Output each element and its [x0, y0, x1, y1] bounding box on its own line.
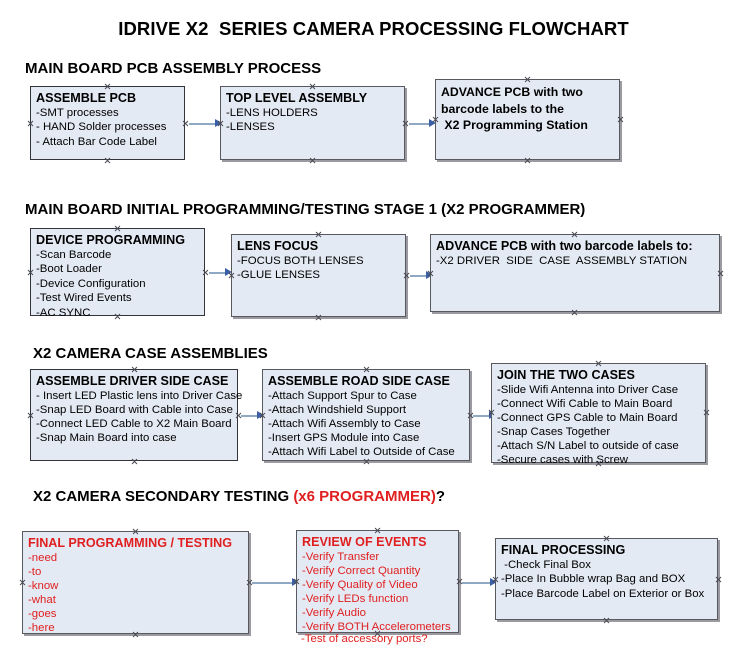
flow-box-title: ASSEMBLE DRIVER SIDE CASE: [36, 374, 229, 388]
flow-box-line: -Verify Audio: [302, 607, 366, 619]
flow-box-line: -Test Wired Events: [36, 292, 132, 305]
flow-box-line: -LENS HOLDERS: [226, 107, 318, 119]
flow-box-line: - Insert LED Plastic lens into Driver Ca…: [36, 390, 243, 402]
flow-box-line: -Verify Transfer: [302, 551, 380, 563]
flow-box-line: -Verify BOTH Accelerometers: [302, 621, 451, 633]
flow-box-line: - Attach Bar Code Label: [36, 135, 157, 148]
flow-box-line: -Connect Wifi Cable to Main Board: [497, 398, 673, 410]
flow-box-line: -know: [28, 580, 59, 592]
flow-box-line: -Place In Bubble wrap Bag and BOX: [501, 573, 686, 586]
flow-box-line: -Attach Windshield Support: [268, 404, 407, 416]
flow-box-line: -Insert GPS Module into Case: [268, 432, 420, 444]
flow-box-line: -Attach Wifi Assembly to Case: [268, 418, 421, 430]
flow-box-title: FINAL PROCESSING: [501, 543, 626, 557]
flow-box-assemble-driver-side-case[interactable]: ASSEMBLE DRIVER SIDE CASE - Insert LED P…: [30, 369, 243, 461]
section-heading-4-tail: ?: [435, 488, 445, 505]
flow-box-line: -GLUE LENSES: [237, 269, 320, 282]
flow-box-line: -Verify LEDs function: [302, 593, 409, 605]
flow-box-review-of-events[interactable]: REVIEW OF EVENTS -Verify Transfer -Verif…: [296, 530, 459, 633]
flow-box-line: -LENSES: [226, 121, 275, 134]
arrowhead-icon: [215, 119, 222, 127]
arrowhead-icon: [257, 411, 264, 419]
flow-box-lens-focus[interactable]: LENS FOCUS -FOCUS BOTH LENSES -GLUE LENS…: [231, 234, 406, 317]
arrowhead-icon: [292, 578, 299, 586]
section-heading-3: X2 CAMERA CASE ASSEMBLIES: [33, 345, 268, 362]
flow-box-line: -FOCUS BOTH LENSES: [237, 255, 364, 267]
page-title: IDRIVE X2 SERIES CAMERA PROCESSING FLOWC…: [118, 18, 629, 39]
flow-box-device-programming[interactable]: DEVICE PROGRAMMING -Scan Barcode -Boot L…: [30, 228, 205, 319]
section-heading-4-main: X2 CAMERA SECONDARY TESTING: [33, 488, 294, 505]
flow-box-title: TOP LEVEL ASSEMBLY: [226, 91, 368, 105]
flow-box-line: -AC SYNC: [36, 306, 91, 319]
connector-3-2: [473, 415, 491, 417]
flow-box-join-the-two-cases[interactable]: JOIN THE TWO CASES -Slide Wifi Antenna i…: [491, 363, 706, 466]
section-heading-4: X2 CAMERA SECONDARY TESTING (x6 PROGRAMM…: [33, 488, 445, 505]
flow-box-final-programming-testing[interactable]: FINAL PROGRAMMING / TESTING -need -to -k…: [22, 531, 249, 634]
flow-box-line: -Attach S/N Label to outside of case: [497, 440, 679, 452]
connector-2-2: [410, 275, 428, 277]
flow-box-line: -SMT processes: [36, 107, 119, 119]
flow-box-line: - HAND Solder processes: [36, 121, 167, 134]
flow-box-line: -to: [28, 566, 42, 578]
flow-box-top-level-assembly[interactable]: TOP LEVEL ASSEMBLY -LENS HOLDERS -LENSES: [220, 86, 405, 160]
flow-box-line: -Attach Support Spur to Case: [268, 390, 417, 402]
flow-box-line: -Place Barcode Label on Exterior or Box: [501, 587, 705, 600]
flow-box-assemble-pcb[interactable]: ASSEMBLE PCB -SMT processes - HAND Solde…: [30, 86, 185, 160]
flow-box-line: -what: [28, 594, 56, 606]
flow-box-final-processing[interactable]: FINAL PROCESSING -Check Final Box -Place…: [495, 538, 718, 620]
flow-box-line: -Verify Quality of Video: [302, 579, 418, 591]
flow-box-title: LENS FOCUS: [237, 239, 319, 253]
flow-box-title: ASSEMBLE PCB: [36, 91, 137, 105]
flow-box-overflow-line: -Test of accessory ports?: [301, 633, 428, 645]
arrowhead-icon: [426, 271, 433, 279]
connector-4-1: [252, 582, 294, 584]
flow-box-advance-pcb-driver-side[interactable]: ADVANCE PCB with two barcode labels to: …: [430, 234, 720, 312]
flow-box-line: -goes: [28, 608, 57, 620]
flow-box-title: REVIEW OF EVENTS: [302, 535, 427, 549]
flow-box-line: -X2 DRIVER SIDE CASE ASSEMBLY STATION: [436, 255, 688, 267]
arrowhead-icon: [225, 268, 232, 276]
section-heading-1: MAIN BOARD PCB ASSEMBLY PROCESS: [25, 60, 322, 77]
flow-box-title: ADVANCE PCB with two barcode labels to:: [436, 239, 693, 253]
flow-box-line: -Snap Cases Together: [497, 426, 611, 438]
flow-box-line: -Check Final Box: [501, 559, 591, 571]
flow-box-line: X2 Programming Station: [441, 118, 588, 132]
flow-box-line: -Slide Wifi Antenna into Driver Case: [497, 384, 679, 396]
flow-box-line: -Secure cases with Screw: [497, 454, 629, 466]
flow-box-title: FINAL PROGRAMMING / TESTING: [28, 536, 233, 550]
flow-box-line: barcode labels to the: [441, 101, 564, 116]
section-heading-2: MAIN BOARD INITIAL PROGRAMMING/TESTING S…: [25, 201, 586, 218]
flow-box-line: -Connect GPS Cable to Main Board: [497, 412, 678, 424]
arrowhead-icon: [490, 578, 497, 586]
flow-box-line: -Snap LED Board with Cable into Case: [36, 404, 233, 416]
flow-box-title: ASSEMBLE ROAD SIDE CASE: [268, 374, 450, 388]
connector-1-2: [409, 123, 431, 125]
flow-box-assemble-road-side-case[interactable]: ASSEMBLE ROAD SIDE CASE -Attach Support …: [262, 369, 470, 461]
connector-1-1: [189, 123, 217, 125]
flow-box-line: -Boot Loader: [36, 263, 102, 276]
flow-box-advance-pcb-station[interactable]: ADVANCE PCB with two barcode labels to t…: [435, 79, 620, 160]
section-heading-4-red: (x6 PROGRAMMER): [293, 488, 436, 505]
flow-box-title: DEVICE PROGRAMMING: [36, 233, 186, 247]
connector-3-1: [241, 415, 259, 417]
flow-box-line: -Connect LED Cable to X2 Main Board: [36, 418, 232, 430]
connector-2-1: [209, 272, 227, 274]
flow-box-line: -Snap Main Board into case: [36, 432, 177, 444]
flow-box-title: JOIN THE TWO CASES: [497, 368, 635, 382]
flow-box-line: -Device Configuration: [36, 277, 146, 290]
flow-box-line: -Verify Correct Quantity: [302, 565, 421, 577]
flow-box-line: -need: [28, 552, 58, 564]
flow-box-line: -Attach Wifi Label to Outside of Case: [268, 446, 455, 458]
arrowhead-icon: [429, 119, 436, 127]
flow-box-line: ADVANCE PCB with two: [441, 85, 583, 99]
connector-4-2: [462, 582, 492, 584]
flow-box-line: -Scan Barcode: [36, 249, 112, 261]
flow-box-line: -here: [28, 622, 55, 634]
